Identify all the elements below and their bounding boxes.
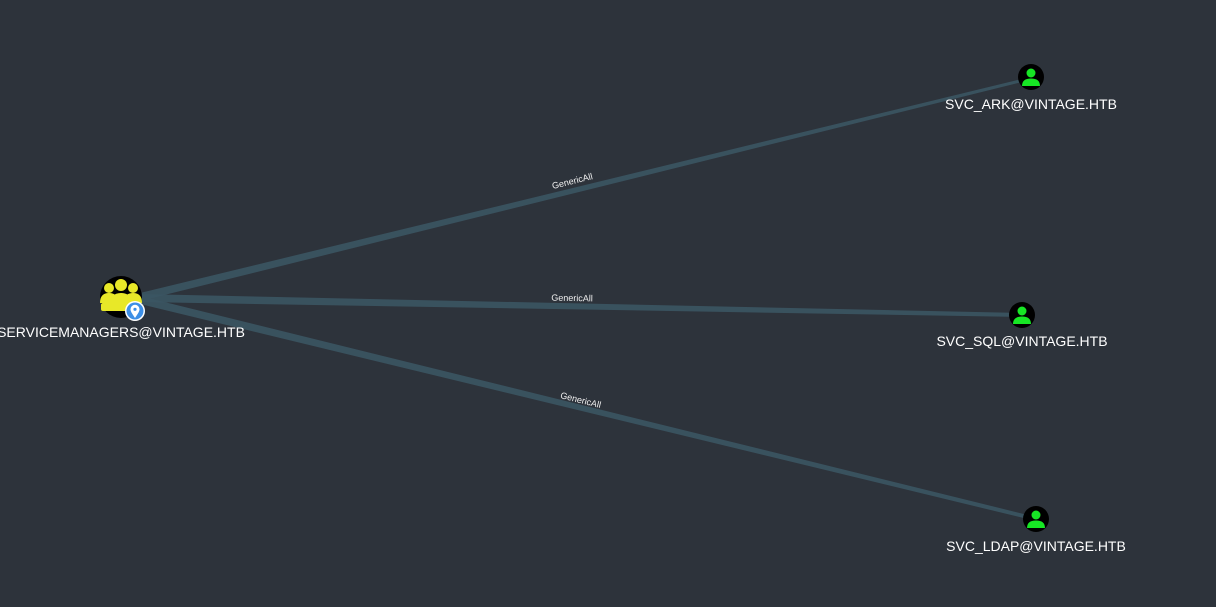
node-label: SVC_LDAP@VINTAGE.HTB (946, 538, 1126, 554)
user-icon (1027, 510, 1045, 528)
edge-label: GenericAll (551, 293, 593, 304)
edge-servicemanagers-svc-sql[interactable]: GenericAll (140, 293, 1022, 317)
nodes-layer: SERVICEMANAGERS@VINTAGE.HTB SVC_ARK@VINT… (0, 64, 1126, 554)
location-pin-icon (125, 301, 145, 321)
user-icon (1022, 68, 1040, 86)
node-svc-ldap[interactable]: SVC_LDAP@VINTAGE.HTB (946, 506, 1126, 554)
user-icon (1013, 306, 1031, 324)
edge-line (140, 77, 1030, 301)
edges-layer: GenericAll GenericAll GenericAll (140, 77, 1036, 521)
node-servicemanagers[interactable]: SERVICEMANAGERS@VINTAGE.HTB (0, 276, 245, 340)
edge-line (140, 294, 1022, 317)
node-label: SERVICEMANAGERS@VINTAGE.HTB (0, 324, 245, 340)
node-svc-sql[interactable]: SVC_SQL@VINTAGE.HTB (936, 302, 1108, 349)
node-label: SVC_SQL@VINTAGE.HTB (936, 333, 1107, 349)
node-label: SVC_ARK@VINTAGE.HTB (945, 96, 1117, 112)
edge-servicemanagers-svc-ldap[interactable]: GenericAll (140, 296, 1036, 521)
edge-line (140, 296, 1036, 521)
node-svc-ark[interactable]: SVC_ARK@VINTAGE.HTB (945, 64, 1117, 112)
edge-servicemanagers-svc-ark[interactable]: GenericAll (140, 77, 1030, 301)
